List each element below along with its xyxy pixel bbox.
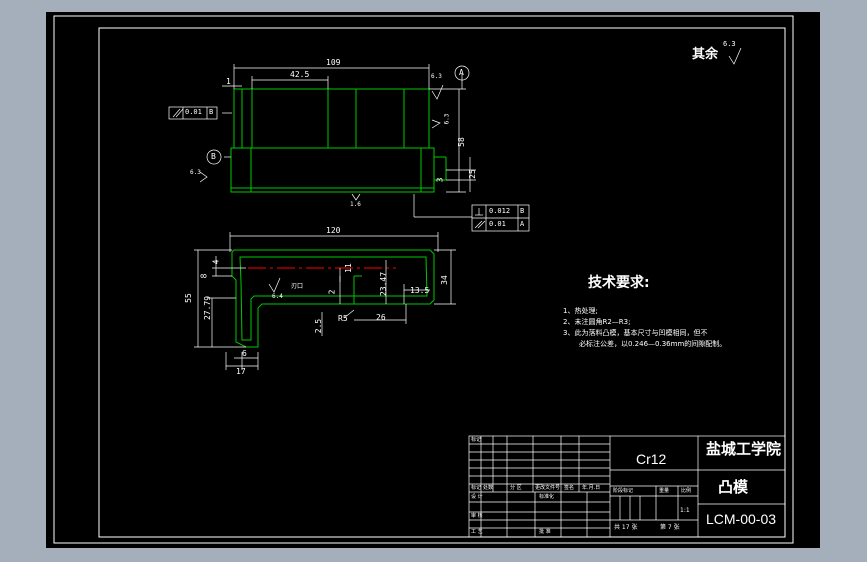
dim-6: 6 <box>242 349 247 358</box>
dim-2: 2 <box>327 289 337 295</box>
tb-process: 工 艺 <box>471 529 483 535</box>
tb-stage: 阶段标记 <box>613 488 634 494</box>
tol-parallel-b-value: 0.01 <box>185 108 202 116</box>
tol-perp-datum: B <box>520 207 525 215</box>
tb-signature: 签名 <box>564 485 575 491</box>
roughness-symbols <box>199 47 742 293</box>
roughness-right-face: 6.3 <box>443 113 451 125</box>
edge-label: 刃口 <box>291 283 304 290</box>
dim-11: 11 <box>343 263 353 273</box>
feature-control-frames <box>168 65 530 232</box>
dim-2-5: 2.5 <box>314 318 324 334</box>
datum-a-circle <box>454 65 470 81</box>
dim-109: 109 <box>326 58 341 67</box>
tb-standardize: 标准化 <box>539 494 555 500</box>
dim-34: 34 <box>439 275 449 285</box>
dim-27-79: 27.79 <box>203 295 213 321</box>
tb-zone: 分 区 <box>510 485 522 491</box>
tb-scale-label: 比例 <box>681 488 692 494</box>
tb-marker-row: 标记 <box>471 485 482 491</box>
dim-1: 1 <box>226 77 231 86</box>
front-view-dimensions <box>194 232 456 370</box>
dim-8: 8 <box>199 273 209 279</box>
top-view <box>230 88 447 193</box>
outer-border <box>53 15 794 544</box>
dim-23-47: 23.47 <box>379 271 389 297</box>
drawing-number: LCM-00-03 <box>706 511 777 527</box>
dim-42-5: 42.5 <box>290 70 310 79</box>
tb-weight: 重量 <box>659 488 670 494</box>
sheets-total: 共 17 张 <box>614 524 638 531</box>
scale-value: 1:1 <box>680 507 690 514</box>
tol-parallel-a-datum: A <box>520 220 525 228</box>
dim-17: 17 <box>236 367 246 376</box>
dim-3: 3 <box>435 177 445 183</box>
tol-parallel-a-value: 0.01 <box>489 220 506 228</box>
inner-border <box>98 27 786 538</box>
other-roughness-value: 6.3 <box>723 40 736 48</box>
material: Cr12 <box>636 451 667 467</box>
dim-55: 55 <box>183 293 193 303</box>
datum-b-label: B <box>211 152 216 161</box>
tech-req-item-2: 2、未注圆角R2—R3; <box>563 318 631 326</box>
school-name: 盐城工学院 <box>706 440 782 458</box>
tb-date: 年.月.日 <box>582 485 601 491</box>
roughness-top-right: 6.3 <box>431 73 442 80</box>
part-name: 凸模 <box>718 478 749 496</box>
tol-perp-value: 0.012 <box>489 207 511 215</box>
tb-change-doc: 更改文件号 <box>535 485 561 491</box>
tb-design: 设 计 <box>471 494 483 500</box>
datum-b-circle <box>206 149 222 165</box>
title-block <box>468 435 786 538</box>
drawing-sheet: 其余 6.3 6.3 6.3 6.3 1.6 6.4 刃口 A B 0.01 B… <box>46 12 820 548</box>
tol-parallel-b-datum: B <box>209 108 214 116</box>
dim-13-5: 13.5 <box>410 286 430 295</box>
dim-r5: R5 <box>338 314 348 323</box>
tech-req-item-4: 必标注公差，以0.246—0.36mm的间隙配制。 <box>579 340 727 348</box>
tech-req-item-1: 1、热处理; <box>563 307 598 315</box>
dim-58: 58 <box>456 137 466 147</box>
tb-marker: 标记 <box>471 437 482 443</box>
roughness-bottom: 1.6 <box>350 201 361 208</box>
tb-approve: 批 准 <box>539 529 551 535</box>
top-view-dimensions <box>222 64 476 218</box>
dim-25: 25 <box>467 169 477 179</box>
other-roughness-label: 其余 <box>692 47 719 62</box>
datum-a-label: A <box>459 68 464 77</box>
tech-req-title: 技术要求: <box>588 275 650 291</box>
sheet-number: 第 7 张 <box>660 524 680 531</box>
dim-4: 4 <box>211 259 221 265</box>
front-view <box>231 249 435 348</box>
tech-req-item-3: 3、此为落料凸模，基本尺寸与凹模相同，但不 <box>563 329 708 337</box>
roughness-edge: 6.4 <box>272 293 283 300</box>
tb-count: 处数 <box>483 485 494 491</box>
dim-120: 120 <box>326 226 341 235</box>
roughness-left-face: 6.3 <box>190 169 201 176</box>
dim-26: 26 <box>376 313 386 322</box>
cad-drawing <box>53 15 794 544</box>
tb-check: 审 核 <box>471 513 483 519</box>
